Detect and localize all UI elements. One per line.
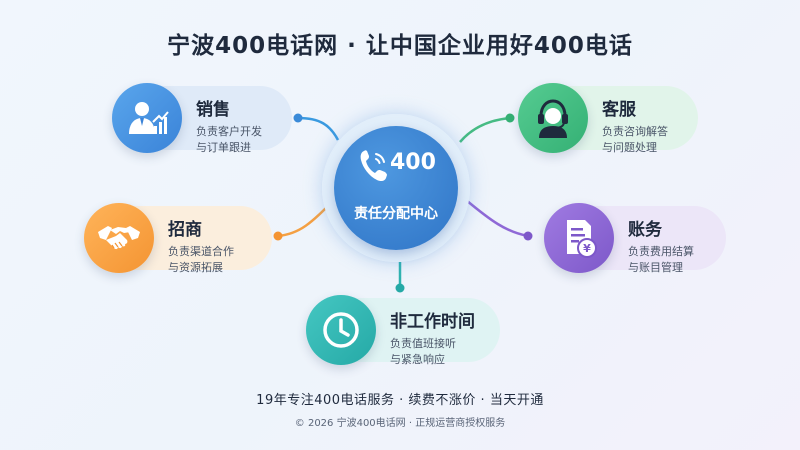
- node-acct-name: 账务: [628, 220, 662, 240]
- hub-label: 责任分配中心: [354, 206, 438, 222]
- link-night-dot: [395, 283, 405, 293]
- salesperson-chart-icon: [112, 83, 182, 153]
- node-sales-name: 销售: [196, 100, 230, 120]
- tagline: 19年专注400电话服务 · 续费不涨价 · 当天开通: [256, 393, 544, 408]
- node-invest-desc1: 负责渠道合作: [168, 245, 234, 258]
- node-cs-desc1: 负责咨询解答: [602, 125, 668, 138]
- node-night: 非工作时间 负责值班接听 与紧急响应: [306, 295, 500, 366]
- hub-number: 400: [390, 150, 436, 175]
- node-sales-desc1: 负责客户开发: [196, 125, 262, 138]
- node-acct-desc2: 与账目管理: [628, 261, 683, 274]
- node-acct: ¥ 账务 负责费用结算 与账目管理: [544, 203, 726, 274]
- node-sales: 销售 负责客户开发 与订单跟进: [112, 83, 292, 154]
- headset-agent-icon: [518, 83, 588, 153]
- phone-icon: [360, 150, 387, 182]
- handshake-icon: [84, 203, 154, 273]
- link-sales: [297, 116, 340, 141]
- link-acct-dot: [523, 231, 533, 241]
- node-sales-desc2: 与订单跟进: [196, 141, 251, 154]
- link-invest-dot: [273, 231, 283, 241]
- node-night-desc2: 与紧急响应: [390, 353, 445, 366]
- link-cs: [459, 116, 511, 143]
- link-acct: [465, 199, 529, 238]
- invoice-yen-icon: ¥: [544, 203, 614, 273]
- node-cs-name: 客服: [602, 100, 636, 120]
- clock-icon: [306, 295, 376, 365]
- page-title: 宁波400电话网 · 让中国企业用好400电话: [167, 33, 633, 59]
- node-invest: 招商 负责渠道合作 与资源拓展: [84, 203, 272, 274]
- node-cs: 客服 负责咨询解答 与问题处理: [518, 83, 698, 154]
- node-invest-desc2: 与资源拓展: [168, 261, 223, 274]
- node-acct-desc1: 负责费用结算: [628, 245, 694, 258]
- node-cs-desc2: 与问题处理: [602, 141, 657, 154]
- link-cs-dot: [505, 113, 515, 123]
- footer-copyright: © 2026 宁波400电话网 · 正规运营商授权服务: [294, 418, 506, 429]
- svg-text:¥: ¥: [583, 242, 591, 255]
- node-night-desc1: 负责值班接听: [390, 337, 456, 350]
- hub-circle: [334, 126, 458, 250]
- link-sales-dot: [293, 113, 303, 123]
- node-night-name: 非工作时间: [390, 312, 475, 332]
- node-invest-name: 招商: [168, 220, 202, 240]
